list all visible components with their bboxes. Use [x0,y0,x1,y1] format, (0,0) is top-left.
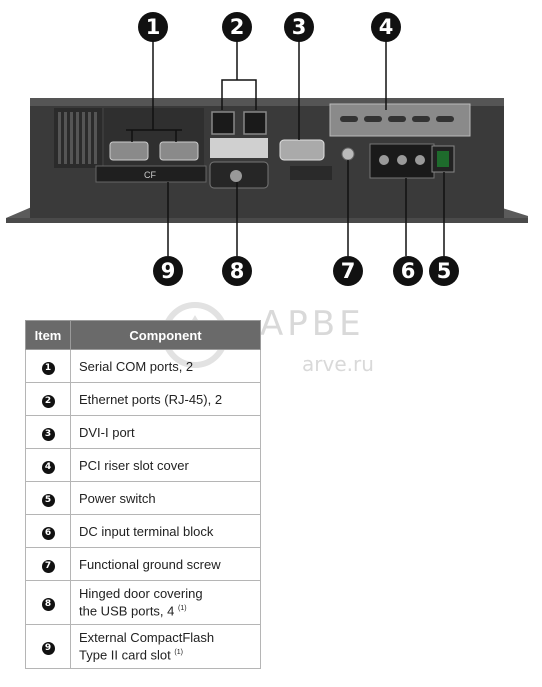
table-row: 1 Serial COM ports, 2 [25,349,261,383]
header-item: Item [25,320,71,350]
callout-2: 2 [222,12,252,42]
row-number-badge: 3 [41,427,55,441]
ethernet-port-2[interactable] [243,111,267,135]
dvi-port[interactable] [279,139,325,161]
terminal-screw-1[interactable] [379,155,389,165]
base-plate [6,218,528,223]
power-switch-rocker[interactable] [437,151,449,167]
cf-slot-label: CF [144,170,156,180]
components-table: Item Component 1 Serial COM ports, 2 2 E… [25,320,261,669]
callout-6: 6 [393,256,423,286]
table-row: 3 DVI-I port [25,415,261,449]
callout-1: 1 [138,12,168,42]
component-name: Functional ground screw [70,547,261,581]
row-number-badge: 2 [41,394,55,408]
component-name: DC input terminal block [70,514,261,548]
callout-leaders [126,40,445,256]
footnote-marker: (1) [178,605,187,613]
row-number-badge: 5 [41,493,55,507]
watermark-big-text: APBE [260,304,365,344]
ethernet-port-1[interactable] [211,111,235,135]
row-number-badge: 7 [41,559,55,573]
component-name-line2: Type II card slot [79,647,171,663]
table-row: 6 DC input terminal block [25,514,261,548]
footnote-marker: (1) [174,649,183,657]
table-row: 4 PCI riser slot cover [25,448,261,482]
callout-9: 9 [153,256,183,286]
cf-card-slot[interactable] [95,165,207,183]
table-row: 5 Power switch [25,481,261,515]
callout-5: 5 [429,256,459,286]
table-row: 8 Hinged door covering the USB ports, 4 … [25,580,261,625]
terminal-screw-3[interactable] [415,155,425,165]
callout-4: 4 [371,12,401,42]
component-name: Power switch [70,481,261,515]
table-row: 9 External CompactFlash Type II card slo… [25,624,261,669]
terminal-screw-2[interactable] [397,155,407,165]
header-component: Component [70,320,261,350]
row-number-badge: 8 [41,598,55,611]
device-rear-panel: CF [6,40,528,256]
row-number-badge: 6 [41,526,55,540]
table-header-row: Item Component [25,320,261,350]
callout-8: 8 [222,256,252,286]
component-name: DVI-I port [70,415,261,449]
component-name: Serial COM ports, 2 [70,349,261,383]
serial-port-2[interactable] [159,141,199,161]
row-number-badge: 1 [41,361,55,375]
table-row: 2 Ethernet ports (RJ-45), 2 [25,382,261,416]
component-name-line1: External CompactFlash [79,630,215,646]
callout-3: 3 [284,12,314,42]
row-number-badge: 9 [41,642,55,655]
component-name: PCI riser slot cover [70,448,261,482]
vent-grill-center [290,166,332,180]
label-plate [210,138,268,158]
component-name-line1: Hinged door covering [79,586,203,602]
watermark-small-text: arve.ru [302,352,374,376]
vent-holes [58,112,97,164]
callout-7: 7 [333,256,363,286]
usb-door-screw[interactable] [230,170,242,182]
serial-port-1[interactable] [109,141,149,161]
component-name: Ethernet ports (RJ-45), 2 [70,382,261,416]
component-name-line2: the USB ports, 4 [79,603,175,619]
row-number-badge: 4 [41,460,55,474]
chassis-top [30,98,504,106]
table-row: 7 Functional ground screw [25,547,261,581]
pci-slot-cutouts [340,116,454,122]
ground-screw[interactable] [341,147,355,161]
